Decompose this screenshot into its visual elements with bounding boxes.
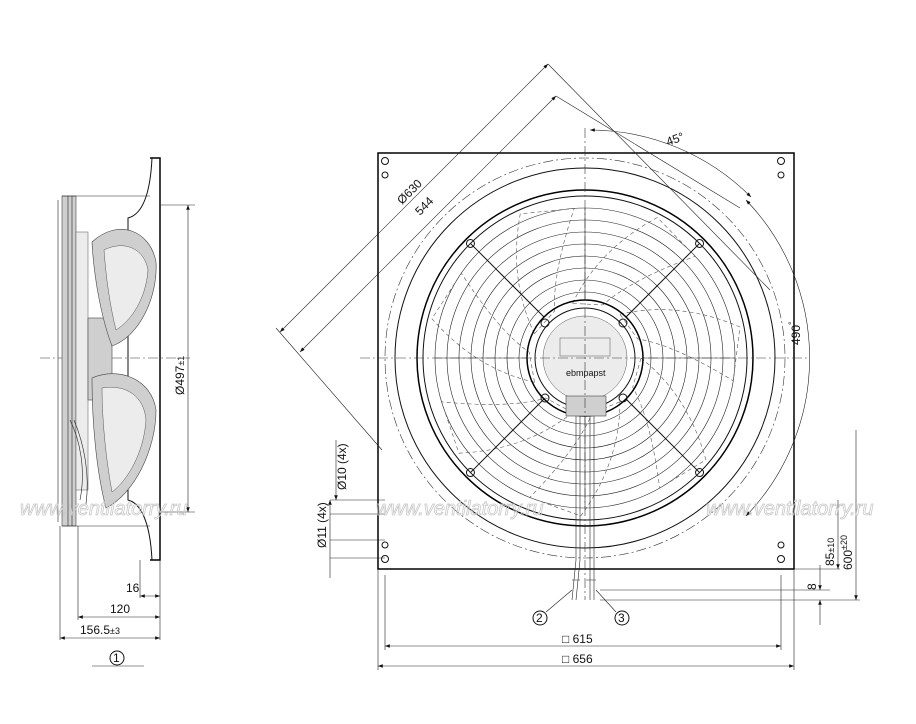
dim-d10: Ø10 (4x) [335, 443, 349, 490]
dim-656: □ 656 [562, 652, 593, 666]
callout-circle-1 [109, 650, 125, 666]
dim-615: □ 615 [562, 632, 593, 646]
strut-mount [695, 238, 705, 248]
callout-2: 2 [536, 611, 543, 625]
side-view [40, 157, 195, 667]
front-view: ebmpapst [275, 63, 860, 670]
dim-600: 600±20 [839, 535, 855, 570]
svg-text:www.ventilatorry.ru: www.ventilatorry.ru [706, 498, 873, 520]
callout-circle-3 [614, 610, 630, 626]
watermark: www.ventilatorry.ru www.ventilatorry.ru … [20, 498, 874, 521]
dim-85: 85±10 [823, 538, 837, 566]
impeller-blade [441, 397, 574, 454]
strut-mount [695, 468, 705, 478]
guard-strut [470, 243, 545, 318]
guard-strut [470, 398, 545, 473]
dim-490: 490° [787, 321, 803, 345]
dim-120: 120 [110, 602, 130, 616]
impeller-blade [632, 357, 707, 489]
dim-544: 544 [412, 194, 436, 218]
impeller-blade [529, 401, 621, 517]
dim-diameter-497: Ø497±1 [173, 356, 187, 395]
svg-text:www.ventilatorry.ru: www.ventilatorry.ru [376, 498, 543, 520]
guard-ribs [57, 195, 150, 527]
guard-struts [435, 208, 735, 508]
impeller-blade [619, 309, 741, 382]
brand-label: ebmpapst [566, 368, 606, 378]
strut-mount [465, 468, 475, 478]
guard-strut [625, 243, 700, 318]
guard-strut [625, 398, 700, 473]
impeller-blade [572, 217, 696, 306]
dim-d11: Ø11 (4x) [315, 502, 329, 548]
dim-angle-45: 45° [664, 129, 686, 148]
callout-1: 1 [113, 651, 120, 665]
terminal-box [565, 395, 607, 417]
mounting-plate [377, 152, 795, 570]
dim-156: 156.5±3 [80, 623, 120, 637]
callout-3: 3 [618, 611, 625, 625]
callout-circle-2 [532, 610, 548, 626]
svg-text:www.ventilatorry.ru: www.ventilatorry.ru [20, 498, 187, 520]
dim-16: 16 [126, 581, 140, 595]
dim-8: 8 [805, 583, 819, 590]
